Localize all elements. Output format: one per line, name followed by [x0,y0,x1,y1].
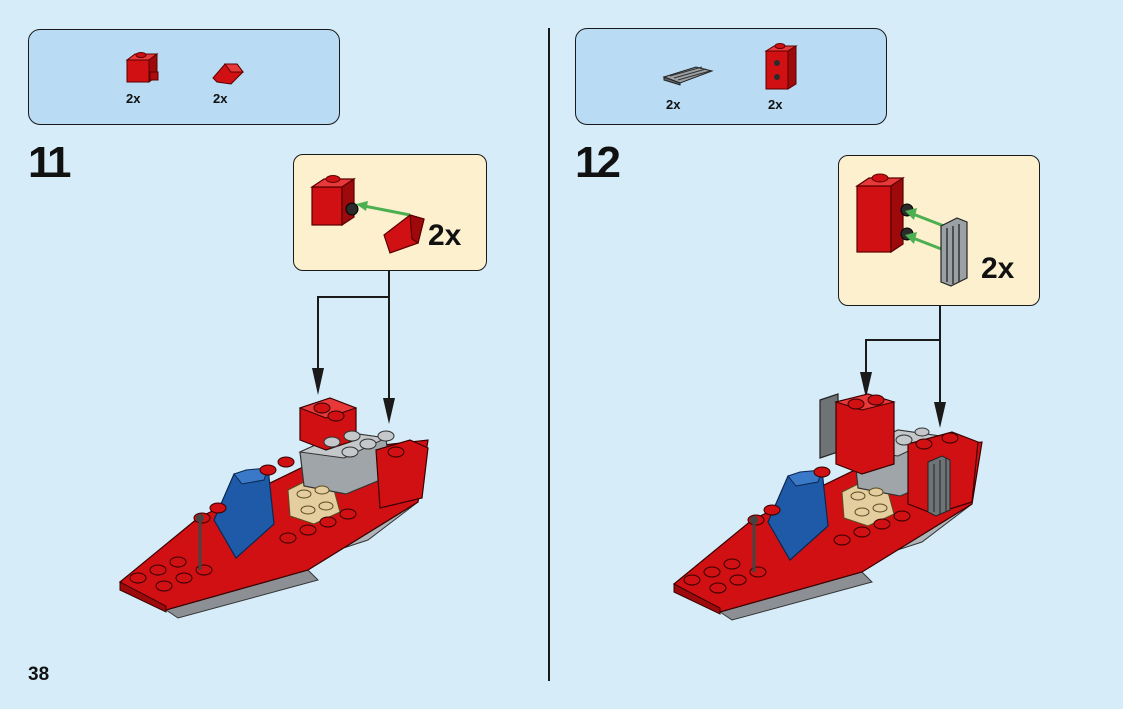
boat-model-step-11 [118,390,438,630]
step-divider [548,28,550,681]
page-number: 38 [28,664,49,686]
boat-model-step-12 [672,392,992,632]
